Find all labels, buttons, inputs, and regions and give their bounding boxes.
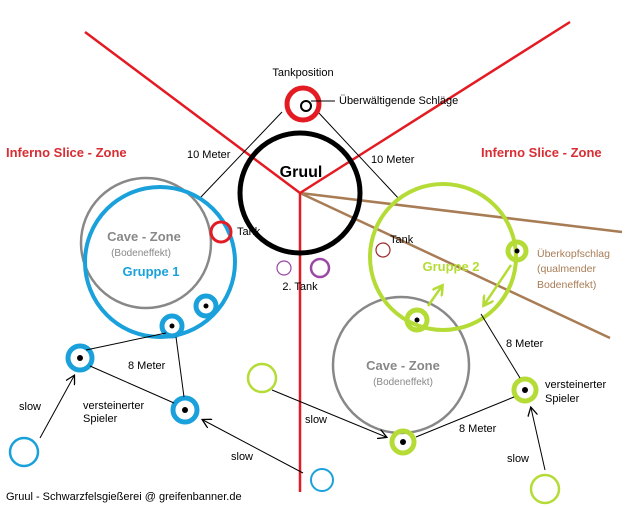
eight-meter-line-right-a (480, 313, 521, 379)
slow-arrow-right (531, 408, 546, 471)
petrified-left-label-1: versteinerter (83, 400, 144, 412)
group-2-label: Gruppe 2 (422, 259, 479, 274)
eight-meter-right-label: 8 Meter (506, 338, 544, 350)
cave-zone-left-subtitle: (Bodeneffekt) (111, 248, 171, 259)
slow-label-right: slow (507, 453, 529, 465)
player-blue-1 (193, 293, 219, 319)
ten-meter-line-left (199, 111, 283, 199)
eight-meter-left-label: 8 Meter (128, 360, 166, 372)
inferno-boundary-left-line (84, 30, 301, 195)
cave-zone-left (79, 176, 213, 310)
ten-meter-right-label: 10 Meter (371, 154, 415, 166)
overwhelming-strikes-label: Überwältigende Schläge (339, 95, 458, 107)
inferno-zone-right-label: Inferno Slice - Zone (481, 145, 602, 160)
tank-right-marker (375, 242, 391, 258)
tank-left-marker (209, 220, 233, 244)
tank-left-label: Tank (237, 226, 261, 238)
ten-meter-line-right (317, 111, 401, 201)
group-1-area (83, 185, 237, 339)
player-blue-3 (65, 343, 95, 373)
eight-meter-line-left-b (89, 365, 175, 404)
slow-player-blue-left (8, 436, 40, 468)
green-arrow-down (484, 264, 513, 305)
petrified-player-left (170, 395, 200, 425)
ten-meter-left-label: 10 Meter (187, 149, 231, 161)
cave-zone-left-title: Cave - Zone (107, 229, 181, 244)
petrified-left-label-2: Spieler (83, 413, 118, 425)
group-2-area (368, 182, 518, 332)
eight-meter-line-right-b (415, 396, 515, 438)
second-tank-marker-2 (309, 257, 331, 279)
group-1-label: Gruppe 1 (122, 264, 179, 279)
slow-arrow-bottom (203, 420, 304, 474)
slow-player-green-left (246, 362, 278, 394)
boss-name-label: Gruul (280, 164, 323, 181)
tank-position-marker (284, 85, 322, 123)
slow-arrow-left (39, 376, 74, 439)
overhead-smash-label-1: Überkopfschlag (537, 248, 610, 260)
cave-zone-right-subtitle: (Bodeneffekt) (373, 377, 433, 388)
tank-position-label: Tankposition (272, 67, 333, 79)
player-blue-2 (159, 313, 185, 339)
slow-label-left: slow (19, 401, 41, 413)
footer-credit: Gruul - Schwarzfelsgießerei @ greifenban… (6, 491, 242, 503)
overhead-smash-label-2: (qualmender (537, 263, 596, 275)
eight-meter-line-left-c (175, 336, 185, 398)
slow-label-mid: slow (305, 414, 327, 426)
slow-arrow-mid (271, 389, 386, 437)
petrified-right-label-1: versteinerter (545, 379, 606, 391)
gruul-boss-circle (237, 130, 363, 256)
tank-right-label: Tank (390, 234, 414, 246)
petrified-player-right (511, 376, 539, 404)
petrified-right-label-2: Spieler (545, 393, 580, 405)
eight-meter-line-left-a (85, 332, 167, 351)
slow-player-green-bottom (529, 473, 561, 505)
player-green-2 (389, 428, 417, 456)
overhead-smash-label-3: Bodeneffekt) (537, 279, 596, 291)
second-tank-marker-1 (276, 260, 292, 276)
eight-meter-bottom-label: 8 Meter (459, 423, 497, 435)
cave-zone-right-title: Cave - Zone (366, 358, 440, 373)
tank-position-inner-marker (300, 100, 312, 112)
inferno-boundary-right-line (299, 20, 571, 195)
overhead-cone-upper-line (299, 191, 623, 234)
overhead-smash-target-player (505, 239, 529, 263)
slow-player-blue-bottom (310, 468, 334, 492)
green-arrow-up (426, 286, 442, 307)
player-green-1 (404, 307, 430, 333)
slow-label-bottom: slow (231, 451, 253, 463)
overhead-cone-lower-line (299, 191, 611, 340)
inferno-zone-left-label: Inferno Slice - Zone (6, 145, 127, 160)
second-tank-label: 2. Tank (282, 281, 318, 293)
